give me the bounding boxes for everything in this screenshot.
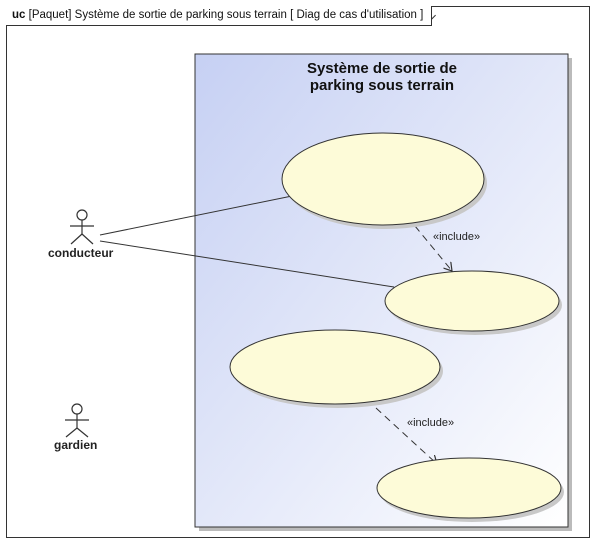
use-case-4[interactable] bbox=[376, 457, 562, 519]
system-title-line-1: Système de sortie de bbox=[306, 60, 458, 77]
use-case-3[interactable] bbox=[229, 329, 441, 405]
association-conducteur-usecase-1 bbox=[99, 195, 293, 236]
association-conducteur-usecase-2 bbox=[99, 240, 395, 288]
include-dependency-2 bbox=[375, 407, 437, 464]
include-dependency-1 bbox=[414, 225, 452, 271]
include-label-1: «include» bbox=[433, 231, 481, 243]
system-title-line-2: parking sous terrain bbox=[309, 77, 455, 94]
use-case-2[interactable] bbox=[384, 270, 560, 332]
frame-header-tab: uc [Paquet] Système de sortie de parking… bbox=[6, 6, 433, 26]
system-title: Système de sortie de parking sous terrai… bbox=[196, 60, 568, 94]
frame-label: [Paquet] Système de sortie de parking so… bbox=[28, 9, 424, 21]
actor-gardien-icon[interactable] bbox=[65, 403, 89, 438]
actor-conducteur-icon[interactable] bbox=[70, 209, 94, 245]
include-label-2: «include» bbox=[407, 417, 455, 429]
actor-conducteur-label: conducteur bbox=[48, 246, 114, 260]
frame-keyword: uc bbox=[12, 9, 26, 21]
actor-gardien-label: gardien bbox=[54, 438, 98, 452]
use-case-1[interactable] bbox=[281, 132, 485, 226]
